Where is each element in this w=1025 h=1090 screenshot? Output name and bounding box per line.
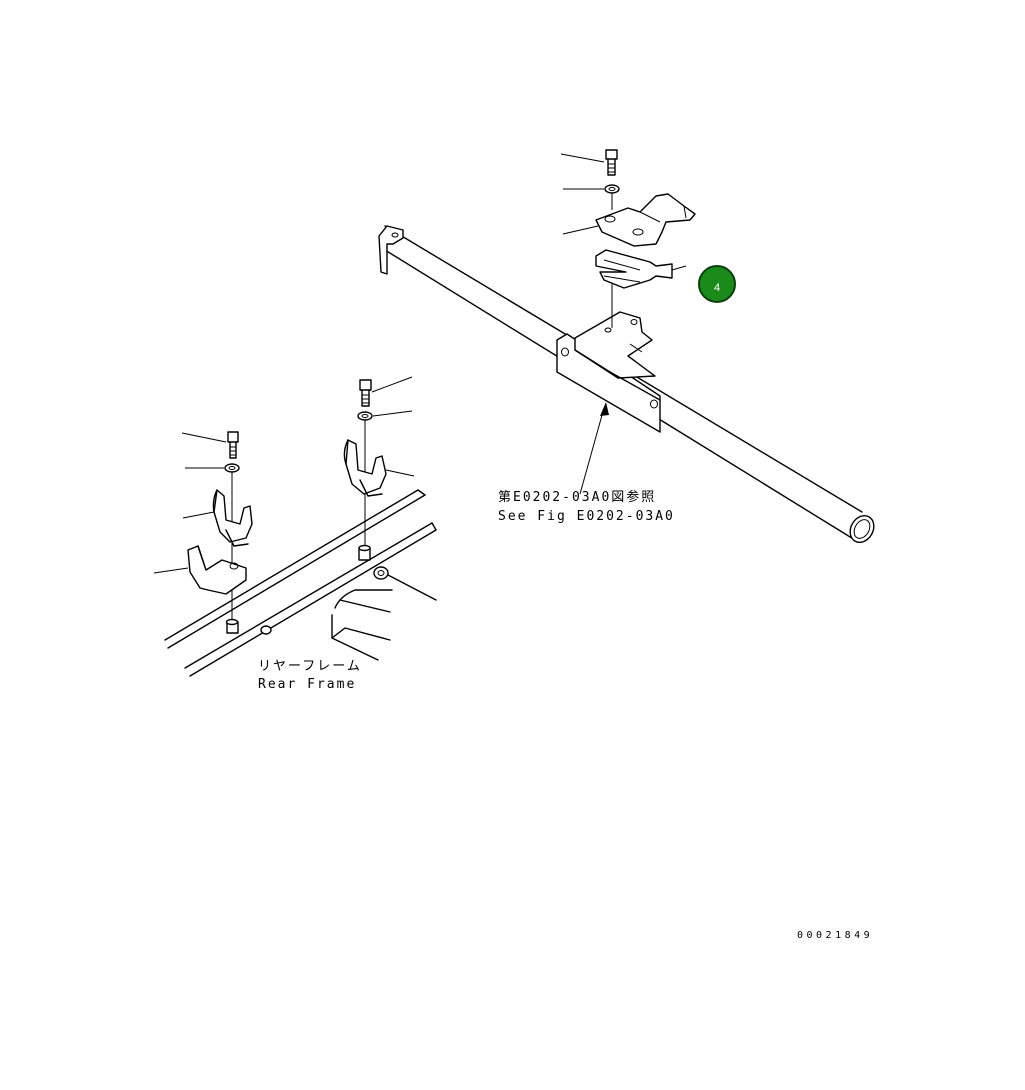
upper-part-stack [560, 149, 696, 328]
reference-label-jp: 第E0202-03A0図参照 [498, 490, 657, 505]
left-clip-assembly [153, 431, 253, 634]
reference-label-en: See Fig E0202-03A0 [498, 509, 675, 524]
middle-clip-assembly [343, 376, 415, 561]
frame-label-en: Rear Frame [258, 677, 357, 692]
callout-badge-4[interactable]: 4 [698, 265, 736, 303]
rear-frame-rails [164, 489, 437, 677]
drawing-id: 00021849 [797, 930, 874, 941]
tube-mount-bracket [556, 311, 661, 433]
reference-leader [579, 402, 609, 495]
frame-label-jp: リヤーフレーム [258, 659, 362, 674]
